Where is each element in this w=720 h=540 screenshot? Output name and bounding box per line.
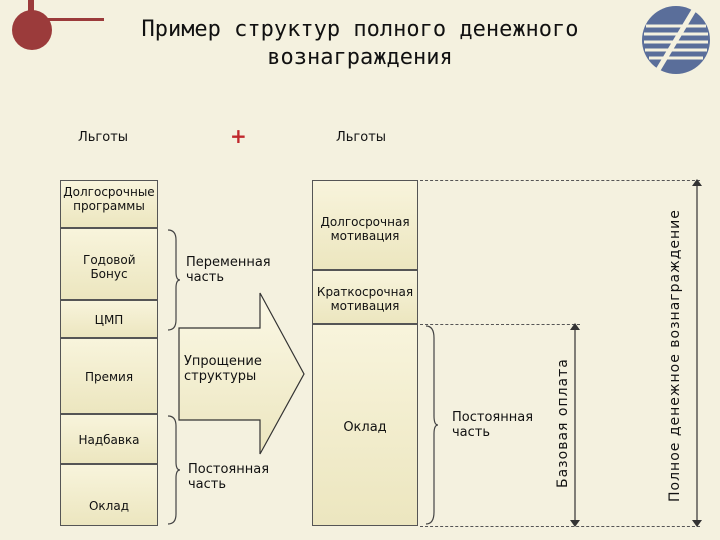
left-box-salary-label: Оклад (88, 499, 129, 513)
left-box-cmp-label: ЦМП (94, 313, 124, 327)
left-header: Льготы (78, 130, 129, 145)
right-header: Льготы (336, 130, 387, 145)
plus-sign: + (230, 124, 247, 148)
left-box-annual-bonus: Годовой Бонус (60, 228, 158, 300)
left-box-cmp: ЦМП (60, 300, 158, 338)
brace-fixed-label: Постоянная часть (188, 462, 270, 492)
left-box-annual-bonus-label: Годовой Бонус (83, 253, 136, 281)
base-pay-label: Базовая оплата (555, 358, 571, 488)
simplification-arrow (178, 292, 305, 455)
dashed-line-middle (420, 324, 580, 325)
base-pay-arrow (570, 323, 580, 527)
left-box-allowance-label: Надбавка (78, 433, 140, 447)
company-logo-icon (642, 6, 710, 74)
total-pay-arrow (692, 179, 702, 527)
left-box-long-term: Долгосрочные программы (60, 180, 158, 228)
brace-variable (167, 229, 181, 331)
brace-fixed (167, 415, 181, 525)
right-box-salary-label: Оклад (343, 420, 387, 435)
right-box-salary: Оклад (312, 324, 418, 526)
total-pay-label: Полное денежное вознаграждение (667, 209, 683, 502)
right-box-long-term: Долгосрочная мотивация (312, 180, 418, 270)
left-box-salary: Оклад (60, 464, 158, 526)
dashed-line-top (420, 180, 700, 181)
logo-underline (34, 18, 104, 21)
right-brace-label: Постоянная часть (452, 410, 534, 440)
left-box-premium: Премия (60, 338, 158, 414)
left-box-long-term-label: Долгосрочные программы (63, 185, 155, 213)
arrow-label: Упрощение структуры (184, 354, 262, 384)
left-box-premium-label: Премия (84, 370, 134, 384)
right-box-short-term-label: Краткосрочная мотивация (316, 285, 414, 313)
dashed-line-bottom (420, 526, 700, 527)
page-title: Пример структур полного денежного вознаг… (141, 17, 579, 70)
brace-right-fixed (425, 325, 439, 525)
right-box-short-term: Краткосрочная мотивация (312, 270, 418, 324)
right-box-long-term-label: Долгосрочная мотивация (320, 215, 410, 243)
brace-variable-label: Переменная часть (186, 255, 271, 285)
logo-circle (12, 10, 52, 50)
left-box-allowance: Надбавка (60, 414, 158, 464)
